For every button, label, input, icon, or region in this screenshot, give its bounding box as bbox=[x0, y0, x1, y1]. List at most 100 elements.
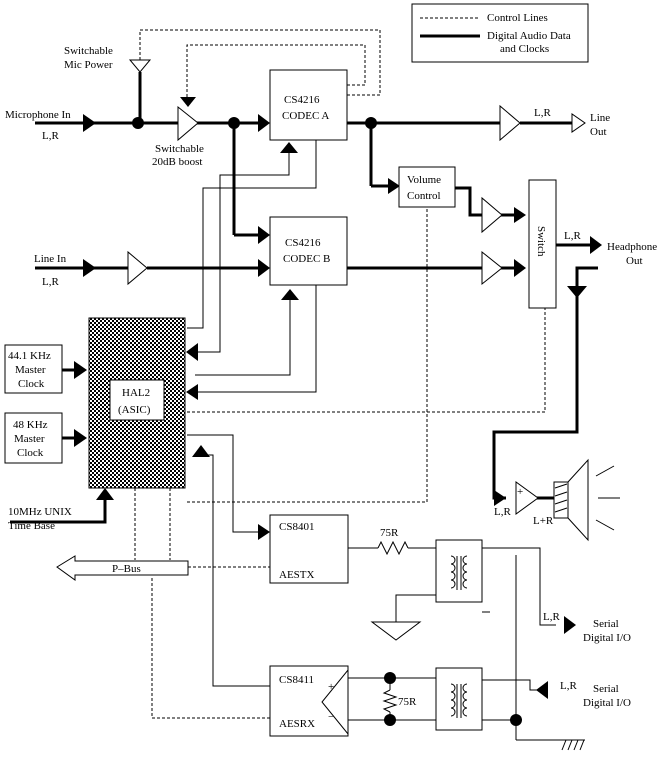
chassis-ground bbox=[561, 739, 585, 751]
svg-text:Master: Master bbox=[14, 433, 45, 445]
codec-a-ctrl-arrow bbox=[280, 142, 298, 153]
aestx-in-arrow bbox=[258, 524, 270, 540]
transformer-bottom bbox=[435, 667, 483, 731]
junction-dots bbox=[132, 117, 522, 726]
boost-label: 20dB boost bbox=[152, 156, 202, 168]
headphone-label: Headphone bbox=[607, 241, 657, 253]
serial-in-label-2: Digital I/O bbox=[583, 697, 631, 709]
svg-text:Volume: Volume bbox=[407, 174, 441, 186]
resistor-top: 75R bbox=[377, 527, 409, 556]
line-in-lr: L,R bbox=[42, 276, 59, 288]
line-in-amplifier bbox=[127, 250, 148, 286]
legend-control-lines: Control Lines bbox=[487, 12, 548, 24]
timebase-arrow bbox=[96, 488, 114, 500]
line-out-amplifier bbox=[499, 104, 521, 142]
timebase-label: 10MHz UNIX bbox=[8, 506, 72, 518]
speaker-mix-label: L+R bbox=[533, 515, 554, 527]
svg-text:CODEC A: CODEC A bbox=[282, 110, 329, 122]
volume-control: Volume Control bbox=[398, 166, 456, 208]
mic-power-triangle bbox=[128, 59, 152, 73]
switch-amp-a bbox=[481, 196, 503, 234]
legend: Control Lines Digital Audio Data and Clo… bbox=[411, 3, 589, 63]
serial-in-lr: L,R bbox=[560, 680, 577, 692]
clock48-arrow bbox=[74, 429, 87, 447]
svg-text:CS4216: CS4216 bbox=[284, 94, 320, 106]
svg-text:75R: 75R bbox=[380, 527, 399, 539]
codec-b-in-arrow bbox=[258, 259, 270, 277]
svg-text:AESRX: AESRX bbox=[279, 718, 315, 730]
mic-lr-label: L,R bbox=[42, 130, 59, 142]
headphone-out-arrow bbox=[590, 236, 602, 254]
pbus: P–Bus bbox=[56, 555, 189, 581]
line-out-terminal bbox=[571, 113, 586, 133]
ground-triangle bbox=[370, 621, 422, 641]
svg-text:AESTX: AESTX bbox=[279, 569, 315, 581]
aesrx: CS8411 AESRX + − bbox=[269, 665, 349, 737]
line-in-arrow bbox=[83, 259, 96, 277]
svg-text:Master: Master bbox=[15, 364, 46, 376]
transformer-top bbox=[435, 539, 483, 603]
resistor-bottom: 75R bbox=[382, 689, 417, 713]
legend-clocks: and Clocks bbox=[500, 43, 549, 55]
switchable-boost-label: Switchable bbox=[155, 143, 204, 155]
control-lines bbox=[134, 29, 546, 719]
line-out-lr: L,R bbox=[534, 107, 551, 119]
svg-text:−: − bbox=[328, 711, 334, 723]
timebase-label-2: Time Base bbox=[8, 520, 55, 532]
svg-text:(ASIC): (ASIC) bbox=[118, 404, 151, 416]
mic-power-label: Mic Power bbox=[64, 59, 113, 71]
volume-in-arrow bbox=[388, 178, 400, 194]
svg-text:CODEC B: CODEC B bbox=[283, 253, 330, 265]
svg-text:CS8401: CS8401 bbox=[279, 521, 314, 533]
codec-a: CS4216 CODEC A bbox=[269, 69, 348, 141]
clock441-arrow bbox=[74, 361, 87, 379]
speaker bbox=[553, 458, 620, 542]
line-out-label: Line bbox=[590, 112, 610, 124]
headphone-lr: L,R bbox=[564, 230, 581, 242]
serial-out-arrow bbox=[564, 616, 576, 634]
boost-control-arrow bbox=[180, 97, 196, 107]
hal2-asic: HAL2 (ASIC) bbox=[88, 317, 186, 489]
codec-b: CS4216 CODEC B bbox=[269, 216, 348, 286]
speaker-lr: L,R bbox=[494, 506, 511, 518]
svg-text:CS4216: CS4216 bbox=[285, 237, 321, 249]
headphone-label-2: Out bbox=[626, 255, 643, 267]
legend-digital-audio: Digital Audio Data bbox=[487, 30, 571, 42]
codec-a-in-arrow bbox=[258, 114, 270, 132]
microphone-in-label: Microphone In bbox=[5, 109, 71, 121]
svg-text:44.1 KHz: 44.1 KHz bbox=[8, 350, 51, 362]
serial-in-arrow bbox=[536, 681, 548, 699]
clock-441: 44.1 KHz Master Clock bbox=[4, 344, 63, 394]
speaker-amp-arrow bbox=[494, 490, 506, 506]
hal2-in-a-arrow bbox=[186, 343, 198, 361]
svg-text:HAL2: HAL2 bbox=[122, 387, 150, 399]
text-labels: Switchable Mic Power Microphone In L,R S… bbox=[5, 45, 657, 709]
line-out-label-2: Out bbox=[590, 126, 607, 138]
svg-text:Switch: Switch bbox=[535, 226, 547, 257]
arrowheads bbox=[74, 97, 602, 699]
switchable-mic-label: Switchable bbox=[64, 45, 113, 57]
codec-b-mic-arrow bbox=[258, 226, 270, 244]
hal2-in-b-arrow bbox=[186, 384, 198, 400]
codec-b-ctrl-arrow bbox=[281, 289, 299, 300]
svg-text:75R: 75R bbox=[398, 696, 417, 708]
svg-text:P–Bus: P–Bus bbox=[112, 563, 141, 575]
line-in-label: Line In bbox=[34, 253, 67, 265]
speaker-feed-arrow bbox=[567, 286, 587, 298]
boost-amplifier bbox=[177, 105, 199, 142]
svg-text:+: + bbox=[328, 681, 334, 693]
clock-48: 48 KHz Master Clock bbox=[4, 412, 63, 464]
svg-text:Control: Control bbox=[407, 190, 441, 202]
amplifiers bbox=[127, 59, 586, 641]
switch-in-a-arrow bbox=[514, 207, 526, 223]
svg-text:Clock: Clock bbox=[18, 378, 45, 390]
svg-text:48 KHz: 48 KHz bbox=[13, 419, 48, 431]
speaker-amplifier bbox=[515, 481, 539, 515]
serial-in-label: Serial bbox=[593, 683, 619, 695]
svg-text:Clock: Clock bbox=[17, 447, 44, 459]
thin-wires bbox=[187, 140, 585, 741]
svg-text:CS8411: CS8411 bbox=[279, 674, 314, 686]
aestx: CS8401 AESTX bbox=[269, 514, 349, 584]
serial-out-label-2: Digital I/O bbox=[583, 632, 631, 644]
